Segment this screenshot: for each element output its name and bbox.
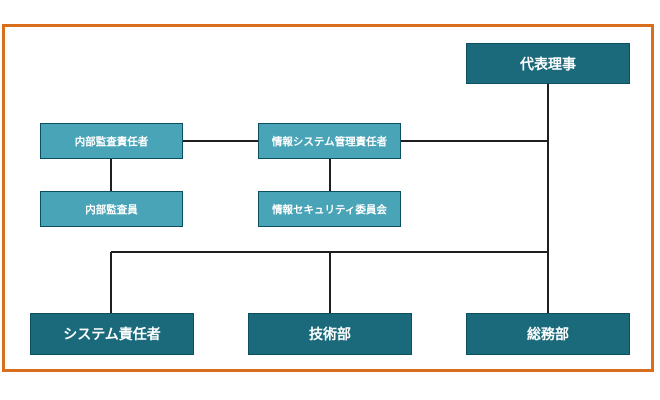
box-technology-dept: 技術部 xyxy=(248,313,412,355)
box-internal-audit-manager-label: 内部監査責任者 xyxy=(74,135,149,148)
box-info-system-manager-label: 情報システム管理責任者 xyxy=(271,135,388,148)
box-system-manager-label: システム責任者 xyxy=(63,327,161,343)
box-internal-auditor: 内部監査員 xyxy=(40,191,183,227)
box-general-affairs-dept: 総務部 xyxy=(466,313,630,355)
box-info-system-manager: 情報システム管理責任者 xyxy=(258,123,401,159)
box-technology-dept-label: 技術部 xyxy=(309,327,351,343)
box-internal-auditor-label: 内部監査員 xyxy=(85,203,138,216)
box-info-security-committee-label: 情報セキュリティ委員会 xyxy=(272,203,387,216)
box-internal-audit-manager: 内部監査責任者 xyxy=(40,123,183,159)
box-representative: 代表理事 xyxy=(466,43,630,84)
box-info-security-committee: 情報セキュリティ委員会 xyxy=(258,191,401,227)
box-representative-label: 代表理事 xyxy=(520,56,576,73)
box-general-affairs-dept-label: 総務部 xyxy=(527,327,569,343)
box-system-manager: システム責任者 xyxy=(30,313,194,355)
